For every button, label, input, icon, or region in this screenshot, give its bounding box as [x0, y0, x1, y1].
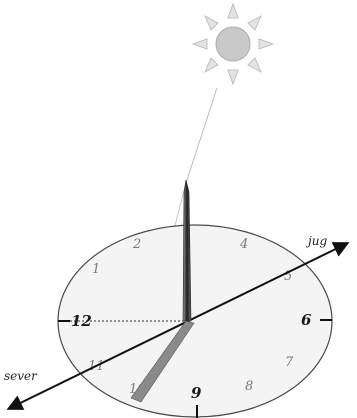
- numeral-9: 9: [191, 384, 202, 402]
- label-north: sever: [4, 369, 38, 383]
- label-south: jug: [305, 234, 327, 248]
- numeral-8: 8: [245, 379, 253, 394]
- numeral-4: 4: [239, 237, 248, 252]
- numeral-7: 7: [285, 355, 294, 370]
- numeral-12: 12: [71, 312, 92, 330]
- numeral-6: 6: [301, 311, 312, 329]
- sun-disc: [216, 27, 250, 61]
- gnomon: [183, 180, 191, 321]
- sun-icon: [193, 4, 273, 84]
- numeral-2: 2: [132, 237, 141, 252]
- numeral-1: 1: [92, 262, 100, 277]
- light-ray: [186, 88, 217, 183]
